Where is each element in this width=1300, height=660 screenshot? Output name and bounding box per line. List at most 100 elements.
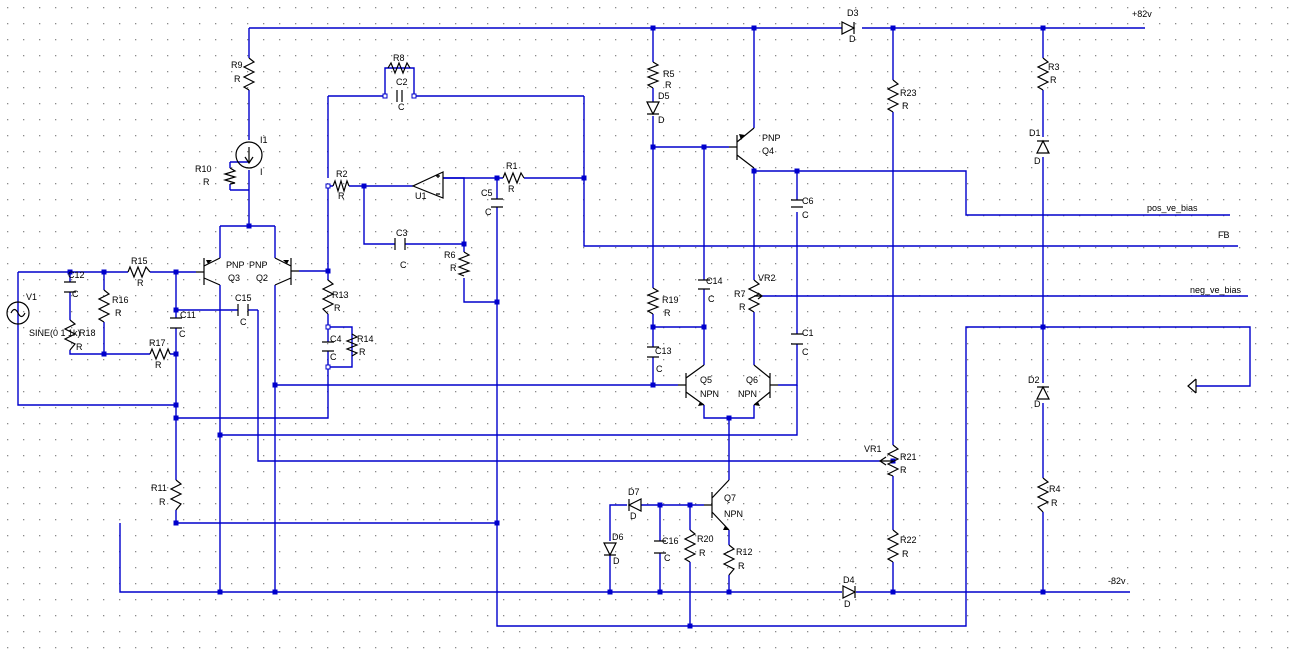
transistor-q3[interactable] [196, 257, 221, 286]
capacitor-c15[interactable] [237, 304, 249, 316]
resistor-r14[interactable] [345, 333, 359, 357]
label-r11-val: R [159, 497, 166, 507]
label-c11-val: C [179, 329, 186, 339]
label-r22-val: R [902, 549, 909, 559]
diode-d5[interactable] [646, 101, 660, 116]
resistor-r13[interactable] [321, 279, 335, 315]
label-v1-val: SINE(0 1 1k) [29, 328, 81, 338]
label-q4-val: PNP [762, 133, 781, 143]
resistor-r8[interactable] [387, 61, 411, 75]
capacitor-c14[interactable] [698, 279, 710, 290]
capacitor-c4[interactable] [322, 341, 334, 352]
label-r12-val: R [738, 561, 745, 571]
label-d5-ref: D5 [658, 91, 670, 101]
resistor-r18[interactable] [63, 319, 77, 351]
label-d6-ref: D6 [612, 532, 624, 542]
label-r14-ref: R14 [357, 334, 374, 344]
label-r22-ref: R22 [900, 535, 917, 545]
label-c13-val: C [656, 364, 663, 374]
label-r15-ref: R15 [131, 256, 148, 266]
resistor-r1[interactable] [502, 171, 525, 185]
label-q6-ref: Q6 [746, 375, 758, 385]
diode-d7[interactable] [627, 498, 642, 512]
capacitor-c1[interactable] [791, 333, 803, 345]
label-c3-val: C [400, 260, 407, 270]
label-r20-val: R [699, 548, 706, 558]
label-c6-ref: C6 [802, 196, 814, 206]
diode-d6[interactable] [603, 542, 617, 557]
label-q6-val: NPN [738, 389, 757, 399]
capacitor-c6[interactable] [791, 199, 803, 208]
label-d4-val: D [844, 599, 851, 609]
label-r11-ref: R11 [151, 483, 167, 493]
transistor-q5[interactable] [678, 364, 705, 406]
label-r21-ref: R21 [900, 452, 917, 462]
current-source-i1[interactable] [235, 141, 263, 169]
output-terminal-icon [1187, 378, 1197, 394]
resistor-r20[interactable] [683, 529, 697, 563]
resistor-r17[interactable] [149, 347, 171, 361]
label-r23-ref: R23 [900, 88, 917, 98]
capacitor-c11[interactable] [170, 317, 182, 329]
label-c1-ref: C1 [802, 328, 814, 338]
resistor-r10[interactable] [222, 167, 238, 185]
label-r13-val: R [334, 303, 341, 313]
resistor-r16[interactable] [97, 289, 111, 323]
capacitor-c5[interactable] [491, 198, 503, 208]
resistor-r15[interactable] [127, 265, 151, 279]
label-r9-val: R [234, 74, 241, 84]
diode-d2[interactable] [1036, 385, 1050, 400]
label-vr2-ref: VR2 [758, 273, 776, 283]
potentiometer-vr1[interactable] [878, 456, 893, 466]
resistor-r23[interactable] [886, 79, 900, 113]
potentiometer-vr2[interactable] [754, 292, 763, 300]
capacitor-c2[interactable] [396, 90, 403, 102]
label-r7-ref: R7 [734, 289, 746, 299]
label-c2-ref: C2 [396, 77, 408, 87]
label-r17-val: R [155, 360, 162, 370]
resistor-r5[interactable] [646, 61, 660, 89]
resistor-r2[interactable] [332, 178, 350, 194]
resistor-r22[interactable] [886, 529, 900, 563]
label-r9-ref: R9 [231, 60, 243, 70]
capacitor-c16[interactable] [654, 540, 666, 554]
capacitor-c12[interactable] [64, 281, 76, 293]
diode-d3[interactable] [841, 21, 856, 35]
net-label-neg-bias: neg_ve_bias [1190, 285, 1242, 295]
transistor-q2[interactable] [274, 257, 299, 286]
label-q5-val: NPN [700, 389, 719, 399]
resistor-r3[interactable] [1036, 57, 1050, 91]
voltage-source-v1[interactable] [6, 301, 30, 325]
label-r4-val: R [1051, 498, 1058, 508]
label-c13-ref: C13 [655, 346, 672, 356]
resistor-r6[interactable] [457, 251, 471, 277]
label-d6-val: D [613, 556, 620, 566]
transistor-q6[interactable] [753, 364, 778, 406]
label-r8-ref: R8 [393, 53, 405, 63]
label-r2-val: R [338, 191, 345, 201]
resistor-r4[interactable] [1036, 477, 1050, 513]
label-r12-ref: R12 [736, 547, 753, 557]
label-r10-val: R [203, 177, 210, 187]
resistor-r11[interactable] [169, 479, 183, 511]
op-amp-u1[interactable] [411, 171, 444, 199]
junction-dots [67, 25, 1046, 629]
transistor-q4[interactable] [729, 127, 755, 169]
diode-d1[interactable] [1036, 139, 1050, 154]
label-q2-val: PNP [249, 260, 268, 270]
transistor-q7[interactable] [704, 479, 730, 531]
label-r5-ref: R5 [663, 69, 675, 79]
resistor-r19[interactable] [646, 287, 660, 315]
capacitor-c13[interactable] [647, 346, 659, 358]
label-r5-val: R [665, 80, 672, 90]
resistor-r12[interactable] [722, 544, 736, 576]
capacitor-c3[interactable] [394, 238, 406, 250]
diode-d4[interactable] [842, 585, 857, 599]
label-c2-val: C [398, 102, 405, 112]
label-r14-val: R [359, 347, 366, 357]
label-vr1-ref: VR1 [864, 444, 882, 454]
label-r21-val: R [900, 465, 907, 475]
label-d1-ref: D1 [1029, 128, 1041, 138]
resistor-r9[interactable] [242, 57, 256, 91]
